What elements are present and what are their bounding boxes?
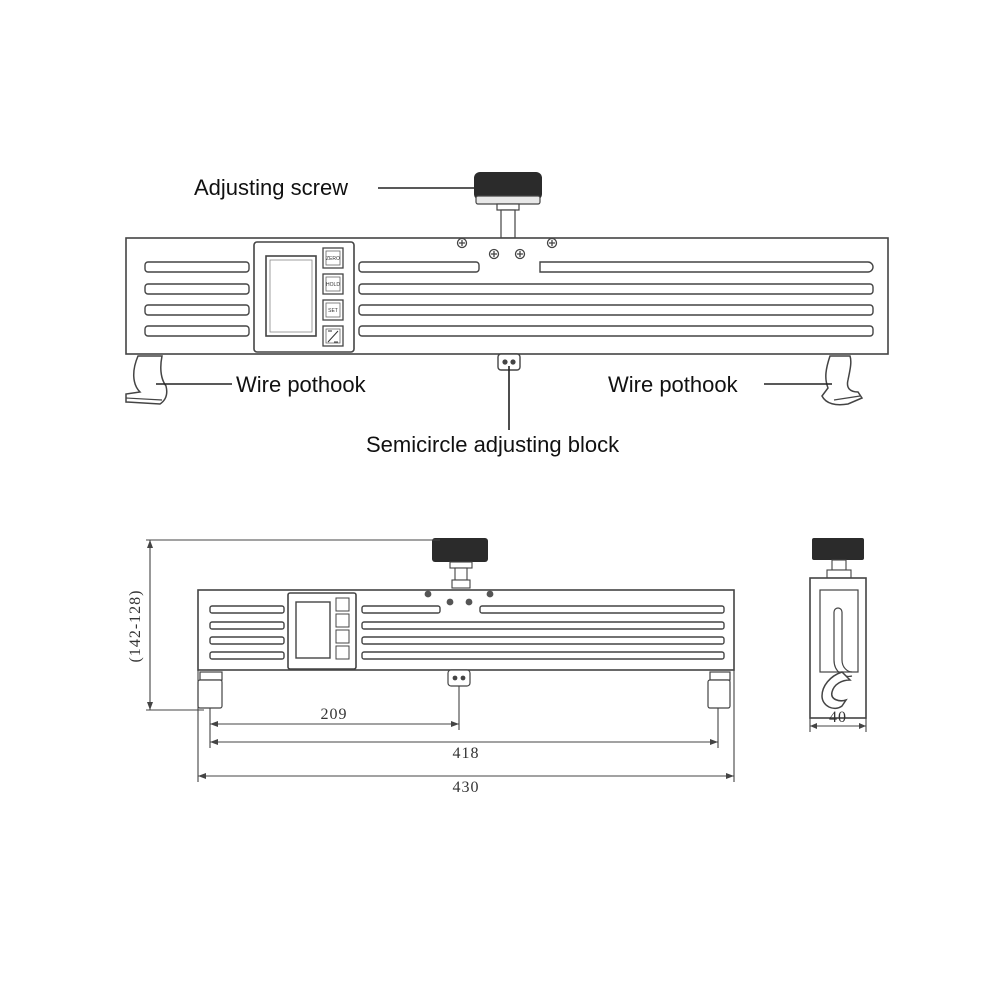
half-span-text: 209: [321, 706, 348, 723]
adjusting-screw: [474, 172, 542, 239]
right-wire-pothook: [821, 355, 864, 406]
front-view-dimensioned: (142-128) 209 418 430: [127, 538, 735, 796]
hold-button[interactable]: [322, 273, 344, 295]
small-screws: [424, 590, 494, 606]
hook-span-text: 418: [453, 745, 480, 762]
button-column: ZERO HOLD SET: [322, 247, 344, 347]
left-slots-small: [209, 605, 285, 660]
left-pothook-label: Wire pothook: [236, 372, 367, 397]
display-panel: ZERO HOLD SET: [253, 241, 355, 353]
semicircle-block-small: [447, 669, 471, 687]
total-length-text: 430: [453, 779, 480, 796]
right-pothook-label: Wire pothook: [608, 372, 739, 397]
zero-button[interactable]: [322, 247, 344, 269]
right-foot: [707, 671, 731, 709]
semicircle-adjusting-block: [497, 353, 521, 371]
lcd-screen: [265, 255, 317, 337]
power-icon: [327, 330, 339, 343]
hook-span-dimension: 418: [209, 708, 719, 762]
left-foot: [197, 671, 223, 709]
side-width-dimension: 40: [809, 709, 867, 732]
right-slots: [358, 261, 874, 337]
top-screws: [456, 237, 558, 260]
height-dimension: (142-128): [127, 539, 440, 711]
set-button-label: SET: [328, 308, 338, 314]
total-length-dimension: 430: [197, 670, 735, 796]
side-pothook: [821, 671, 852, 710]
right-slots-small: [361, 605, 725, 660]
height-range-text: (142-128): [127, 590, 144, 663]
hold-button-label: HOLD: [326, 282, 340, 288]
front-view-top: ZERO HOLD SET: [125, 172, 889, 457]
side-width-text: 40: [829, 709, 847, 726]
side-view: 40: [809, 538, 867, 732]
left-wire-pothook: [125, 355, 168, 405]
side-hook: [833, 607, 853, 677]
semicircle-block-label: Semicircle adjusting block: [366, 432, 620, 457]
adjusting-screw-small: [432, 538, 488, 589]
adjusting-screw-label: Adjusting screw: [194, 175, 348, 200]
set-button[interactable]: [322, 299, 344, 321]
left-slots: [144, 261, 250, 337]
display-panel-small: [287, 592, 357, 670]
side-body: [809, 577, 867, 719]
zero-button-label: ZERO: [326, 256, 340, 262]
half-span-dimension: 209: [209, 686, 460, 730]
